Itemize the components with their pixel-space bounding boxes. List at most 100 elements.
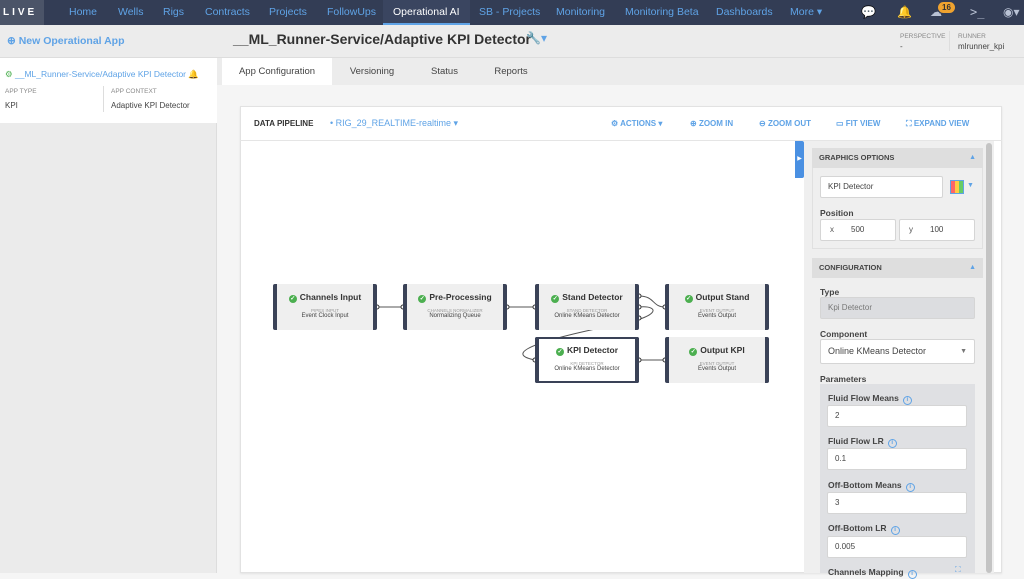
gear-icon: ⚙ xyxy=(611,119,621,128)
new-app-button[interactable]: ⊕ New Operational App xyxy=(0,25,217,58)
runner-label: RUNNER xyxy=(958,33,986,40)
gears-icon: ⚙ xyxy=(5,69,15,79)
color-grid-icon[interactable] xyxy=(950,180,964,194)
chevron-down-icon[interactable]: ▼ xyxy=(967,182,974,189)
nav-monitoring-beta[interactable]: Monitoring Beta xyxy=(625,6,699,18)
node-value: Online KMeans Detector xyxy=(554,313,620,319)
tab-status[interactable]: Status xyxy=(431,66,458,77)
pipeline-label: DATA PIPELINE xyxy=(254,119,314,128)
pipeline-name: RIG_29_REALTIME-realtime xyxy=(335,118,452,128)
nav-home[interactable]: Home xyxy=(69,6,98,18)
nav-sb-projects[interactable]: SB - Projects xyxy=(479,6,541,18)
notification-badge: 16 xyxy=(938,2,955,13)
section-title: CONFIGURATION xyxy=(819,263,882,272)
tab-versioning[interactable]: Versioning xyxy=(349,66,395,77)
nav-operational-ai[interactable]: Operational AI xyxy=(383,0,470,25)
node-type: CHANNELS NORMALIZER xyxy=(427,308,483,313)
type-field: Kpi Detector xyxy=(820,297,975,319)
logo[interactable]: LIVE xyxy=(0,0,44,25)
runner-value: mlrunner_kpi xyxy=(958,42,1005,51)
node-title: Output Stand xyxy=(695,292,750,302)
node-value: Event Clock Input xyxy=(301,313,349,319)
terminal-icon[interactable]: >_ xyxy=(970,5,985,19)
chat-icon[interactable]: 💬 xyxy=(861,5,876,19)
parameters-label: Parameters xyxy=(820,374,867,384)
info-icon[interactable]: i xyxy=(887,439,897,448)
expand-icon[interactable]: ⛶ xyxy=(955,565,961,574)
actions-button[interactable]: ⚙ ACTIONS ▾ xyxy=(611,119,663,128)
info-icon[interactable]: i xyxy=(907,570,917,579)
component-value: Online KMeans Detector xyxy=(828,346,927,356)
node-type: STAND DETECTOR xyxy=(566,308,608,313)
y-label: y xyxy=(909,225,913,234)
bell-icon[interactable]: 🔔 xyxy=(897,5,912,19)
pipeline-selector[interactable]: • RIG_29_REALTIME-realtime ▾ xyxy=(330,118,459,128)
expand-view-button[interactable]: ⛶ EXPAND VIEW xyxy=(906,119,969,129)
node-name-input[interactable]: KPI Detector xyxy=(820,176,943,198)
fit-view-button[interactable]: ▭ FIT VIEW xyxy=(836,119,880,128)
perspective-value: - xyxy=(900,42,903,51)
top-nav xyxy=(0,0,1024,25)
node-value: Events Output xyxy=(697,313,737,319)
check-icon: ✓ xyxy=(689,348,698,356)
app-list-item[interactable]: ⚙ __ML_Runner-Service/Adaptive KPI Detec… xyxy=(0,58,217,123)
panel-scrollbar[interactable] xyxy=(986,143,992,573)
nav-projects[interactable]: Projects xyxy=(269,6,307,18)
info-icon[interactable]: i xyxy=(890,526,900,535)
position-y-input[interactable]: 100 xyxy=(899,219,975,241)
plus-circle-icon: ⊕ xyxy=(7,35,19,47)
component-select[interactable]: Online KMeans Detector▼ xyxy=(820,339,975,364)
type-label: Type xyxy=(820,287,840,297)
node-title: KPI Detector xyxy=(566,345,618,355)
collapse-icon: ▲ xyxy=(969,154,976,161)
zoom-in-label: ZOOM IN xyxy=(698,119,734,128)
nav-followups[interactable]: FollowUps xyxy=(327,6,377,18)
check-icon: ✓ xyxy=(555,348,564,356)
node-title: Output KPI xyxy=(700,345,745,355)
panel-toggle-button[interactable]: ▶ xyxy=(795,141,804,178)
fluid-flow-means-input[interactable]: 2 xyxy=(827,405,967,427)
node-type: KPI DETECTOR xyxy=(570,361,604,366)
x-label: x xyxy=(830,225,834,234)
position-x-input[interactable]: 500 xyxy=(820,219,896,241)
fluid-flow-lr-input[interactable]: 0.1 xyxy=(827,448,967,470)
nav-monitoring[interactable]: Monitoring xyxy=(556,6,606,18)
node-value: Normalizing Queue xyxy=(429,313,481,319)
check-icon: ✓ xyxy=(684,295,693,303)
app-type: KPI xyxy=(5,101,18,110)
app-type-label: APP TYPE xyxy=(5,88,37,95)
zoom-in-button[interactable]: ⊕ ZOOM IN xyxy=(690,119,733,128)
page-title: __ML_Runner-Service/Adaptive KPI Detecto… xyxy=(233,31,531,47)
off-bottom-lr-input[interactable]: 0.005 xyxy=(827,536,967,558)
node-type: EVENT OUTPUT xyxy=(699,308,735,313)
tab-bar xyxy=(217,58,1024,85)
zoom-in-icon: ⊕ xyxy=(690,119,699,128)
nav-rigs[interactable]: Rigs xyxy=(163,6,185,18)
tab-app-configuration[interactable]: App Configuration xyxy=(222,58,332,85)
nav-wells[interactable]: Wells xyxy=(118,6,144,18)
nav-more[interactable]: More ▾ xyxy=(790,6,823,18)
zoom-out-icon: ⊖ xyxy=(759,119,768,128)
wrench-menu-icon[interactable]: 🔧▾ xyxy=(526,31,547,45)
nav-contracts[interactable]: Contracts xyxy=(205,6,250,18)
info-icon[interactable]: i xyxy=(905,483,915,492)
zoom-out-button[interactable]: ⊖ ZOOM OUT xyxy=(759,119,811,128)
node-type: EVENT OUTPUT xyxy=(699,361,735,366)
configuration-header[interactable]: CONFIGURATION▲ xyxy=(812,258,983,278)
user-icon[interactable]: ◉▾ xyxy=(1003,5,1020,19)
tab-reports[interactable]: Reports xyxy=(494,66,528,77)
info-icon[interactable]: i xyxy=(902,396,912,405)
off-bottom-means-input[interactable]: 3 xyxy=(827,492,967,514)
nav-dashboards[interactable]: Dashboards xyxy=(716,6,773,18)
graphics-options-header[interactable]: GRAPHICS OPTIONS▲ xyxy=(812,148,983,168)
